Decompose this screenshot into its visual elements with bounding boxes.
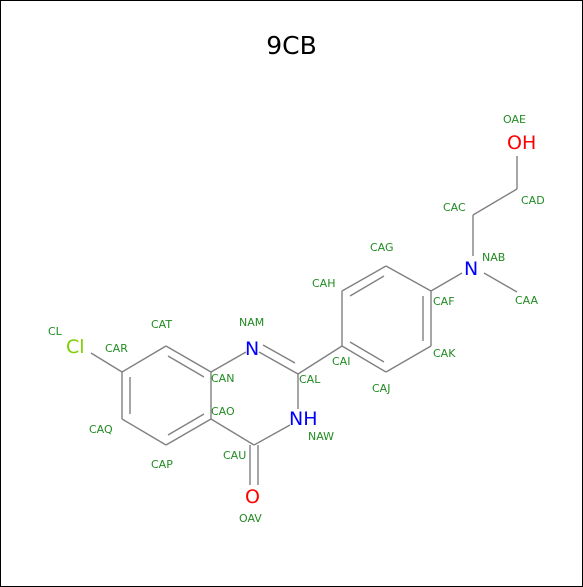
atom-label-cau: CAU — [223, 449, 246, 462]
bond-cap-cao — [165, 418, 212, 446]
element-symbols: N NH N O OH Cl — [66, 132, 536, 508]
element-n-nam: N — [245, 338, 259, 360]
atom-label-oav: OAV — [239, 512, 262, 525]
atom-label-naw: NAW — [308, 430, 334, 443]
atom-label-cak: CAK — [433, 347, 456, 360]
bond-caq-cap — [121, 418, 167, 446]
bonds — [90, 156, 518, 485]
atom-label-oae: OAE — [503, 113, 526, 126]
bond-n-cal — [258, 351, 299, 375]
bond-caf-nab — [430, 272, 463, 292]
atom-label-cah: CAH — [312, 277, 335, 290]
element-o-oav: O — [245, 486, 260, 508]
atom-label-caj: CAJ — [372, 382, 390, 395]
bond-cat-car — [121, 345, 167, 373]
atom-label-cal: CAL — [299, 373, 321, 386]
atom-label-caa: CAA — [515, 294, 539, 307]
bond-nh-cau — [253, 424, 291, 446]
atom-label-cag: CAG — [370, 241, 394, 254]
bond-cak-caj — [385, 345, 432, 373]
bond-cah-cag — [341, 265, 387, 292]
element-oh-oae: OH — [507, 132, 536, 154]
atom-label-cat: CAT — [151, 318, 172, 331]
bond-cac-cad — [472, 188, 518, 216]
atom-label-nab: NAB — [482, 251, 505, 264]
bond-can-cat — [165, 345, 212, 373]
atom-label-nam: NAM — [239, 316, 264, 329]
bond-caj-cai — [341, 345, 387, 373]
atom-label-cao: CAO — [211, 405, 235, 418]
bond-car-cl — [90, 352, 123, 373]
element-cl: Cl — [66, 336, 85, 358]
bond-nab-caa — [483, 272, 518, 293]
atom-labels: OAE CAC CAD CAG NAB CAH CAF CAA NAM CAT … — [48, 113, 545, 525]
atom-label-cai: CAI — [332, 355, 350, 368]
atom-label-car: CAR — [105, 342, 128, 355]
atom-label-can: CAN — [211, 372, 234, 385]
bond-n-cal-inner — [262, 344, 296, 364]
atom-label-cap: CAP — [151, 458, 173, 471]
diagram-title: 9CB — [266, 31, 317, 60]
atom-label-cad: CAD — [521, 194, 545, 207]
bond-caj-cai-inner — [349, 341, 385, 363]
atom-label-cl: CL — [48, 325, 63, 338]
atom-label-cac: CAC — [443, 201, 466, 214]
bond-cah-cag-inner — [349, 275, 385, 297]
bond-cag-caf — [385, 265, 432, 292]
element-nh-naw: NH — [289, 408, 318, 430]
bond-cau-cao — [210, 418, 255, 446]
bond-cap-cao-inner — [167, 413, 205, 436]
element-n-nab: N — [464, 258, 478, 280]
bond-cal-cai — [297, 345, 343, 375]
bond-can-cat-inner — [167, 355, 205, 378]
atom-label-caf: CAF — [433, 295, 455, 308]
atom-label-caq: CAQ — [89, 423, 113, 436]
bond-can-n — [210, 351, 247, 373]
